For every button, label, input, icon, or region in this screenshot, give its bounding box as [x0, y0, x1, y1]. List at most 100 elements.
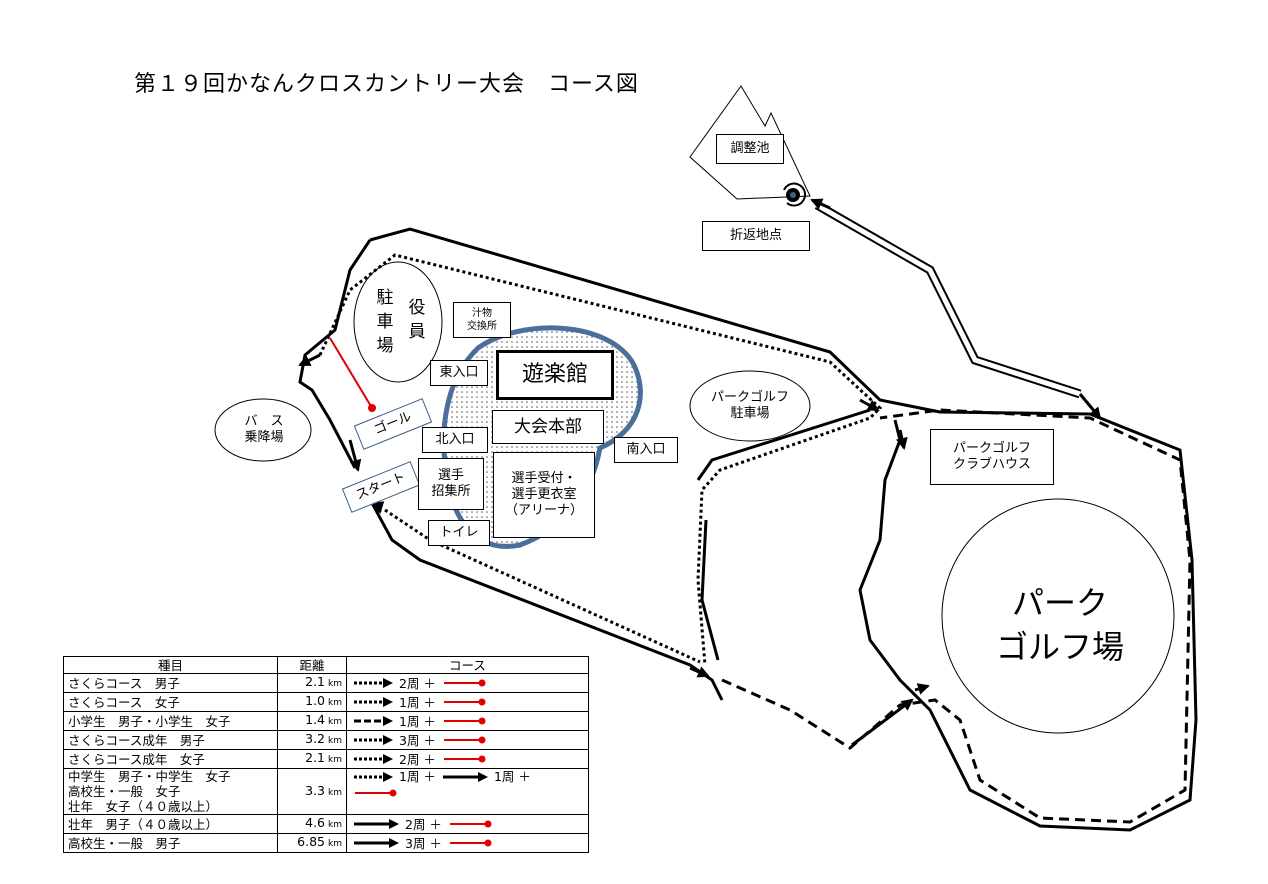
legend-event: 壮年 男子（４０歳以上） [63, 814, 278, 834]
legend-distance-unit: km [328, 679, 342, 689]
legend-course: 2周 ＋ [346, 814, 589, 834]
legend-course: 2周 ＋ [346, 673, 589, 693]
legend-line-red [443, 679, 486, 687]
legend-event: さくらコース 男子 [63, 673, 278, 693]
legend-line-red [449, 839, 492, 847]
legend-line-red [443, 755, 486, 763]
legend-distance-unit: km [328, 839, 342, 849]
course-to-turnaround [814, 201, 1082, 399]
toilet-label: トイレ [428, 520, 490, 546]
legend-laps: 1周 ＋ [399, 694, 436, 710]
legend-event: 中学生 男子・中学生 女子高校生・一般 女子壮年 女子（４０歳以上） [63, 768, 278, 815]
legend-header-distance: 距離 [277, 656, 347, 674]
legend-event: さくらコース成年 男子 [63, 730, 278, 750]
pg-parking-label: パークゴルフ 駐車場 [710, 390, 789, 421]
officials-parking-label: 駐 車 場 [376, 288, 394, 356]
legend-line-red [443, 717, 486, 725]
legend-laps: 3周 ＋ [399, 732, 436, 748]
athlete-assembly-label: 選手 招集所 [418, 458, 484, 510]
pg-parking-area [689, 370, 811, 442]
legend-line-dashed [354, 716, 393, 726]
bus-label: バ ス 乗降場 [244, 414, 284, 445]
south-entrance-label: 南入口 [614, 437, 678, 463]
legend-distance-value: 1.0 [305, 693, 326, 708]
legend-course: 3周 ＋ [346, 833, 589, 853]
hq-label: 大会本部 [492, 410, 604, 444]
legend-event: 高校生・一般 男子 [63, 833, 278, 853]
legend-line-red [443, 698, 486, 706]
legend-course: 1周 ＋ [346, 692, 589, 712]
legend-course: 1周 ＋ [346, 711, 589, 731]
officials-label: 役 員 [408, 298, 426, 342]
turnaround-label: 折返地点 [702, 221, 810, 251]
course-solid [369, 227, 1198, 832]
legend-line-dotted [354, 735, 393, 745]
north-entrance-label: 北入口 [422, 427, 488, 453]
soup-station-label: 汁物 交換所 [453, 302, 511, 338]
officials-parking-area [353, 261, 443, 383]
legend-distance-value: 2.1 [305, 750, 326, 765]
legend-laps: 1周 ＋ [399, 713, 436, 729]
east-entrance-label: 東入口 [430, 360, 488, 386]
legend-distance-value: 1.4 [305, 712, 326, 727]
reception-label: 選手受付・ 選手更衣室 （アリーナ） [493, 452, 595, 538]
legend-event: さくらコース 女子 [63, 692, 278, 712]
legend-line-dotted [354, 771, 393, 782]
legend-laps: 2周 ＋ [405, 816, 442, 832]
legend-event-line: 中学生 男子・中学生 女子 [68, 769, 231, 784]
legend-line-solid [354, 838, 399, 848]
legend-distance-value: 4.6 [305, 815, 326, 830]
legend-header-course: コース [346, 656, 589, 674]
legend-distance-unit: km [328, 787, 342, 798]
legend-distance-unit: km [328, 736, 342, 746]
legend-event-line: 壮年 女子（４０歳以上） [68, 799, 219, 814]
map-title: 第１９回かなんクロスカントリー大会 コース図 [134, 72, 639, 97]
legend-laps: 1周 ＋ [493, 769, 531, 784]
pond-label: 調整池 [716, 134, 784, 164]
legend-course: 2周 ＋ [346, 749, 589, 769]
legend-distance-unit: km [328, 717, 342, 727]
legend-distance-unit: km [328, 820, 342, 830]
legend-distance-value: 2.1 [305, 674, 326, 689]
goal-line [329, 337, 373, 409]
legend-distance-value: 3.3 [305, 782, 326, 798]
legend-event: 小学生 男子・小学生 女子 [63, 711, 278, 731]
legend-distance-value: 3.2 [305, 731, 326, 746]
bus-area [214, 398, 312, 462]
legend-laps: 1周 ＋ [399, 769, 436, 784]
legend-line-dotted [354, 754, 393, 764]
legend-header-event: 種目 [63, 656, 278, 674]
pg-clubhouse-label: パークゴルフ クラブハウス [930, 429, 1054, 485]
legend-line-red [355, 789, 397, 797]
legend-header-row: 種目 距離 コース [63, 656, 589, 674]
legend-event: さくらコース成年 女子 [63, 749, 278, 769]
course-dotted [318, 253, 883, 666]
pg-field-area [941, 498, 1175, 734]
legend-distance-unit: km [328, 755, 342, 765]
legend-line-red [443, 736, 486, 744]
legend-laps: 2周 ＋ [399, 675, 436, 691]
legend-line-solid [442, 771, 488, 782]
legend-laps: 2周 ＋ [399, 751, 436, 767]
legend-event-line: 高校生・一般 女子 [68, 784, 181, 799]
legend-line-red [449, 820, 492, 828]
legend-course: 1周 ＋ 1周 ＋ [346, 768, 589, 815]
legend-line-dotted [354, 697, 393, 707]
pg-field-label: パーク ゴルフ場 [995, 584, 1124, 666]
legend-laps: 3周 ＋ [405, 835, 442, 851]
